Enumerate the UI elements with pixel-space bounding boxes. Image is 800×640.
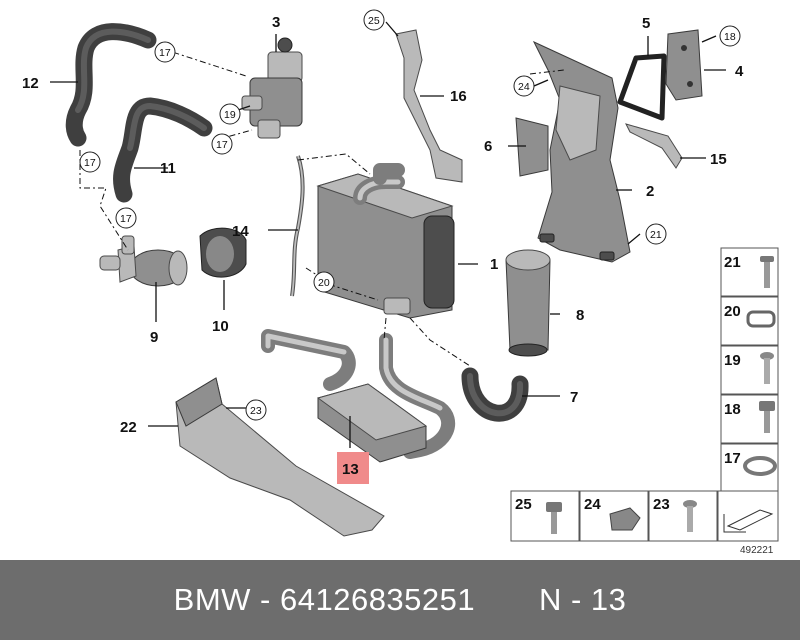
plate-4[interactable] bbox=[665, 29, 703, 101]
callout-15: 15 bbox=[710, 151, 727, 168]
hose-12[interactable] bbox=[65, 23, 157, 147]
callout-17-d: 17 bbox=[120, 213, 132, 225]
bolt-icon-25 bbox=[546, 502, 562, 534]
callout-16: 16 bbox=[450, 88, 467, 105]
seal-5[interactable] bbox=[617, 53, 667, 121]
diagram-id: 492221 bbox=[740, 545, 774, 556]
exhaust-pipe-13[interactable] bbox=[261, 329, 456, 463]
fuel-line-14[interactable] bbox=[290, 155, 305, 297]
callout-13: 13 bbox=[342, 461, 359, 478]
legend-label-25: 25 bbox=[515, 496, 532, 513]
footer-brand: BMW bbox=[173, 582, 251, 617]
footer-separator bbox=[251, 582, 260, 618]
holder-10[interactable] bbox=[199, 227, 247, 278]
bolt-icon-18 bbox=[759, 401, 775, 433]
strap-15[interactable] bbox=[625, 123, 683, 169]
connection-lines bbox=[79, 47, 565, 367]
callout-7: 7 bbox=[570, 389, 578, 406]
screw-icon-19 bbox=[760, 352, 774, 384]
callout-2: 2 bbox=[646, 183, 654, 200]
nut-icon-24 bbox=[609, 507, 641, 531]
valve-3[interactable] bbox=[241, 37, 303, 139]
callout-25: 25 bbox=[368, 15, 380, 27]
legend-bottom: 25 24 23 bbox=[510, 490, 779, 542]
callout-21: 21 bbox=[650, 229, 662, 241]
leader-lines bbox=[50, 21, 726, 448]
silencer-8[interactable] bbox=[505, 249, 551, 357]
footer-position: N - 13 bbox=[538, 582, 627, 617]
footer-space bbox=[271, 582, 280, 618]
pump-9[interactable] bbox=[99, 235, 188, 287]
arrow-icon bbox=[723, 509, 774, 533]
legend-label-21: 21 bbox=[724, 254, 741, 271]
legend-label-19: 19 bbox=[724, 352, 741, 369]
bracket-16[interactable] bbox=[395, 29, 463, 183]
circled-callouts: 17 17 17 17 18 19 20 21 23 24 25 bbox=[79, 9, 741, 421]
legend-right: 21 20 19 18 17 bbox=[720, 247, 779, 493]
legend-label-23: 23 bbox=[653, 496, 670, 513]
bolt-icon-21 bbox=[760, 256, 774, 288]
callout-6: 6 bbox=[484, 138, 492, 155]
footer-part-number: 64126835251 bbox=[279, 582, 476, 617]
hose-clamp-icon-17 bbox=[743, 456, 777, 476]
callout-5: 5 bbox=[642, 15, 650, 32]
callout-13-highlight: 13 bbox=[337, 452, 369, 484]
screw-icon-23 bbox=[683, 500, 697, 532]
callout-3: 3 bbox=[272, 14, 280, 31]
bracket-2[interactable] bbox=[515, 40, 631, 263]
callout-8: 8 bbox=[576, 307, 584, 324]
callout-22: 22 bbox=[120, 419, 137, 436]
callout-4: 4 bbox=[735, 63, 744, 80]
callout-17-a: 17 bbox=[159, 47, 171, 59]
callout-9: 9 bbox=[150, 329, 158, 346]
heater-unit-1[interactable] bbox=[316, 163, 455, 319]
callout-19: 19 bbox=[224, 109, 236, 121]
footer-sep: - bbox=[260, 582, 271, 617]
callout-10: 10 bbox=[212, 318, 229, 335]
clip-icon-20 bbox=[746, 310, 776, 328]
legend-label-20: 20 bbox=[724, 303, 741, 320]
callout-20: 20 bbox=[318, 277, 330, 289]
callout-24: 24 bbox=[518, 81, 530, 93]
callout-17-c: 17 bbox=[84, 157, 96, 169]
callout-18: 18 bbox=[724, 31, 736, 43]
legend-label-24: 24 bbox=[584, 496, 601, 513]
hose-11[interactable] bbox=[113, 97, 213, 203]
parts-diagram: 1 2 3 4 5 6 7 8 9 10 11 12 16 14 15 22 1… bbox=[22, 9, 779, 556]
callout-11: 11 bbox=[160, 160, 176, 177]
footer-bar: BMW - 64126835251 N - 13 bbox=[0, 560, 800, 640]
callout-1: 1 bbox=[490, 256, 498, 273]
callout-17-b: 17 bbox=[216, 139, 228, 151]
callout-14: 14 bbox=[232, 223, 249, 240]
callout-12: 12 bbox=[22, 75, 39, 92]
hose-7[interactable] bbox=[461, 367, 529, 422]
callouts: 1 2 3 4 5 6 7 8 9 10 11 12 16 14 15 22 bbox=[22, 14, 744, 436]
bracket-22[interactable] bbox=[175, 377, 385, 537]
legend-label-18: 18 bbox=[724, 401, 741, 418]
callout-23: 23 bbox=[250, 405, 262, 417]
footer-gap bbox=[475, 582, 539, 618]
legend-label-17: 17 bbox=[724, 450, 741, 467]
